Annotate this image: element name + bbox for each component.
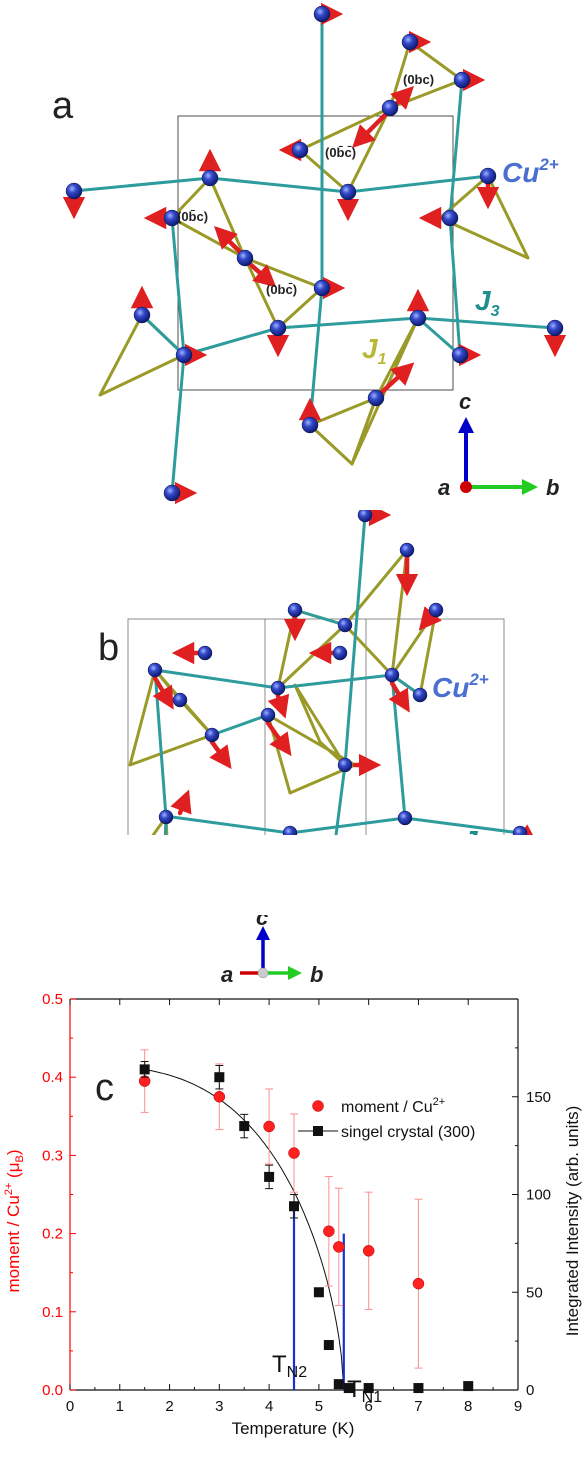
tn2-label: TN2: [272, 1351, 307, 1381]
moment-point: [362, 1245, 375, 1257]
legend-marker-crystal: [313, 1126, 323, 1136]
axis-b-label-b: b: [310, 962, 323, 985]
x-tick-label: 1: [116, 1398, 124, 1415]
y-left-tick-label: 0.1: [42, 1304, 63, 1321]
cu-ion-label: Cu2+: [502, 155, 559, 188]
y-right-tick-label: 0: [526, 1382, 534, 1399]
y-axis-left-title: moment / Cu2+ (μB): [3, 1149, 26, 1292]
axis-triad-b-svg: c a b: [221, 915, 323, 985]
moment-point: [333, 1241, 345, 1253]
x-tick-label: 8: [464, 1398, 472, 1415]
transition-markers: [292, 1208, 345, 1390]
axis-b-label: b: [546, 475, 559, 500]
tick-labels: 0 1 2 3 4 5 6 7 8 9 0.0 0.1 0.2 0.3 0.4 0.5 0 50 100 150: [42, 991, 551, 1415]
intensity-point: [363, 1383, 374, 1394]
moment-point: [323, 1225, 335, 1238]
axis-c-label-b: c: [256, 915, 268, 930]
x-tick-label: 0: [66, 1398, 74, 1415]
axis-a-label-b: a: [221, 962, 233, 985]
y-left-tick-label: 0.3: [42, 1147, 63, 1164]
panel-b-label: b: [98, 627, 119, 669]
intensity-point: [289, 1201, 299, 1212]
intensity-point: [239, 1121, 250, 1132]
x-tick-label: 3: [215, 1398, 223, 1415]
vector-label-0bbarc: (0b̄c): [177, 209, 208, 224]
panel-a-crystal-structure: a (0bc) (0b̄c̄) (0b̄c) (0bc̄) Cu2+ J3 J1…: [52, 2, 567, 505]
intensity-point: [323, 1340, 334, 1351]
j3-label: J3: [475, 285, 500, 320]
tn1-label: TN1: [347, 1376, 382, 1406]
y-left-tick-label: 0.2: [42, 1226, 63, 1243]
j3-label-b: J3: [462, 825, 487, 835]
j1-label: J1: [362, 333, 387, 368]
moment-point: [263, 1120, 275, 1133]
j1-triangles: [98, 40, 530, 466]
axis-triad-a: c a b: [438, 389, 559, 500]
x-axis-title: Temperature (K): [232, 1419, 355, 1438]
y-right-tick-label: 150: [526, 1089, 551, 1106]
cu-atoms: [65, 5, 564, 502]
vector-label-0bcbar: (0bc̄): [266, 282, 297, 297]
axis-c-label: c: [459, 389, 471, 414]
intensity-point: [313, 1287, 324, 1298]
x-tick-label: 2: [165, 1398, 173, 1415]
cu-ion-label-b: Cu2+: [432, 670, 489, 703]
axis-a-label: a: [438, 475, 450, 500]
vector-label-0bbarcbar: (0b̄c̄): [325, 145, 356, 160]
y-left-tick-label: 0.5: [42, 991, 63, 1008]
x-tick-label: 5: [315, 1398, 323, 1415]
y-left-tick-label: 0.4: [42, 1069, 63, 1086]
intensity-point: [333, 1379, 344, 1390]
intensity-point: [264, 1171, 275, 1182]
panel-c-label: c: [95, 1067, 114, 1109]
legend-label-crystal: singel crystal (300): [341, 1124, 475, 1141]
y-axis-right-title: Integrated Intensity (arb. units): [563, 1106, 582, 1337]
intensity-point: [343, 1383, 354, 1394]
y-right-tick-label: 50: [526, 1284, 543, 1301]
moment-point: [412, 1277, 425, 1290]
cu-atoms-b: [147, 510, 528, 835]
vector-label-0bc: (0bc): [403, 72, 434, 87]
x-tick-label: 7: [414, 1398, 422, 1415]
x-tick-label: 4: [265, 1398, 273, 1415]
y-right-tick-label: 100: [526, 1187, 551, 1204]
intensity-point: [139, 1064, 150, 1075]
legend: moment / Cu2+ singel crystal (300): [298, 1096, 475, 1141]
x-tick-label: 9: [514, 1398, 522, 1415]
legend-label-moment: moment / Cu2+: [341, 1096, 445, 1116]
moment-point: [288, 1147, 300, 1159]
intensity-point: [413, 1383, 424, 1394]
panel-b-crystal-structure: b Cu2+ J3 J1: [98, 510, 540, 835]
legend-marker-moment: [312, 1100, 324, 1112]
intensity-point: [463, 1381, 474, 1392]
moment-point: [213, 1091, 226, 1103]
panel-a-label: a: [52, 85, 74, 127]
data-series: [138, 1049, 474, 1394]
x-tick-label: 6: [364, 1398, 372, 1415]
y-left-tick-label: 0.0: [42, 1382, 63, 1399]
spin-vector-labels: (0bc) (0b̄c̄) (0b̄c) (0bc̄): [177, 72, 434, 297]
intensity-point: [214, 1072, 225, 1083]
